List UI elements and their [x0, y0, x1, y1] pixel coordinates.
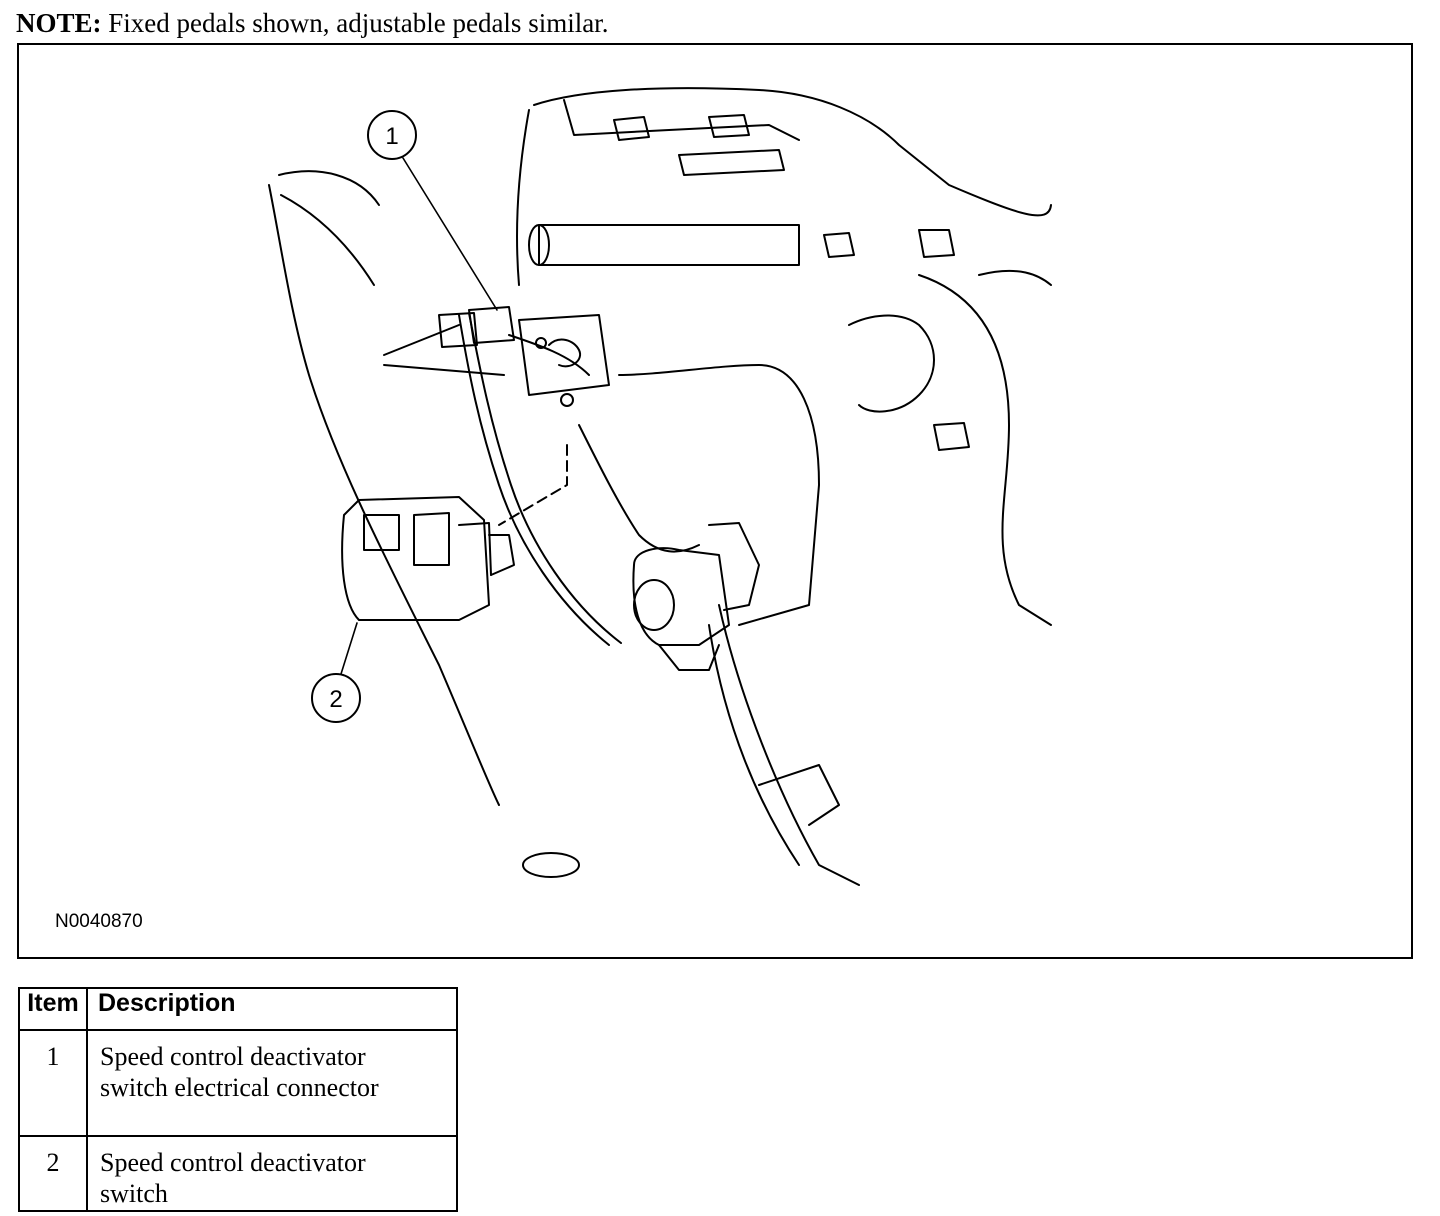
description-line: switch electrical connector [100, 1073, 379, 1102]
column-header-item: Item [18, 987, 88, 1031]
item-description: Speed control deactivator switch electri… [86, 1029, 458, 1137]
item-number: 1 [18, 1029, 88, 1137]
column-header-description: Description [86, 987, 458, 1031]
illustration-frame: 1 2 N0040870 [17, 43, 1413, 959]
callout-2-label: 2 [329, 686, 342, 713]
table-row: 1 Speed control deactivator switch elect… [18, 1029, 458, 1137]
item-number: 2 [18, 1135, 88, 1212]
legend-header-row: Item Description [18, 987, 458, 1031]
legend-table: Item Description 1 Speed control deactiv… [18, 987, 458, 1212]
callout-1-label: 1 [385, 123, 398, 150]
note: NOTE: Fixed pedals shown, adjustable ped… [16, 6, 608, 40]
description-line: switch [100, 1179, 168, 1208]
figure-id: N0040870 [55, 911, 143, 932]
description-line: Speed control deactivator [100, 1042, 366, 1071]
item-description: Speed control deactivator switch [86, 1135, 458, 1212]
pedal-assembly-illustration: 1 2 [268, 87, 1052, 886]
table-row: 2 Speed control deactivator switch [18, 1135, 458, 1212]
description-line: Speed control deactivator [100, 1148, 366, 1177]
note-text: Fixed pedals shown, adjustable pedals si… [101, 8, 609, 38]
note-label: NOTE: [16, 8, 102, 38]
